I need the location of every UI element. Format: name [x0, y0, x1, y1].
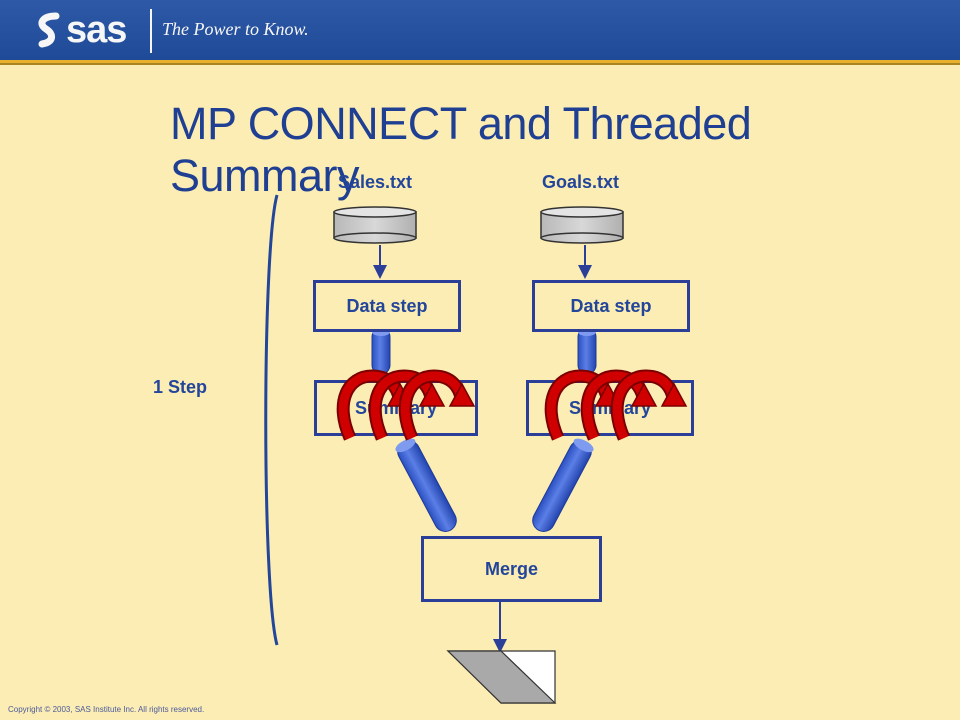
sas-logo: sas: [34, 8, 144, 52]
header-bar: sas The Power to Know.: [0, 0, 960, 63]
copyright-text: Copyright © 2003, SAS Institute Inc. All…: [8, 705, 205, 714]
sales-database-icon: [333, 206, 417, 244]
output-dataset-icon: [446, 650, 557, 704]
left-thread-arc-3: [405, 376, 474, 438]
right-data-step-box: Data step: [532, 280, 690, 332]
left-merge-pipe: [395, 438, 457, 532]
logo-text: sas: [66, 8, 127, 51]
left-data-step-box: Data step: [313, 280, 461, 332]
one-step-label: 1 Step: [153, 377, 208, 397]
logo-divider: [150, 9, 152, 53]
sales-file-label: Sales.txt: [338, 172, 413, 192]
slide-title: MP CONNECT and Threaded Summary: [170, 98, 752, 201]
goals-database-icon: [540, 206, 624, 244]
tagline: The Power to Know.: [162, 19, 309, 39]
goals-file-label: Goals.txt: [542, 172, 620, 192]
step-bracket: [264, 194, 279, 646]
merge-box: Merge: [421, 536, 602, 602]
sas-swoosh-icon: [38, 12, 60, 48]
right-thread-arc-3: [617, 376, 686, 438]
right-merge-pipe: [532, 438, 594, 532]
